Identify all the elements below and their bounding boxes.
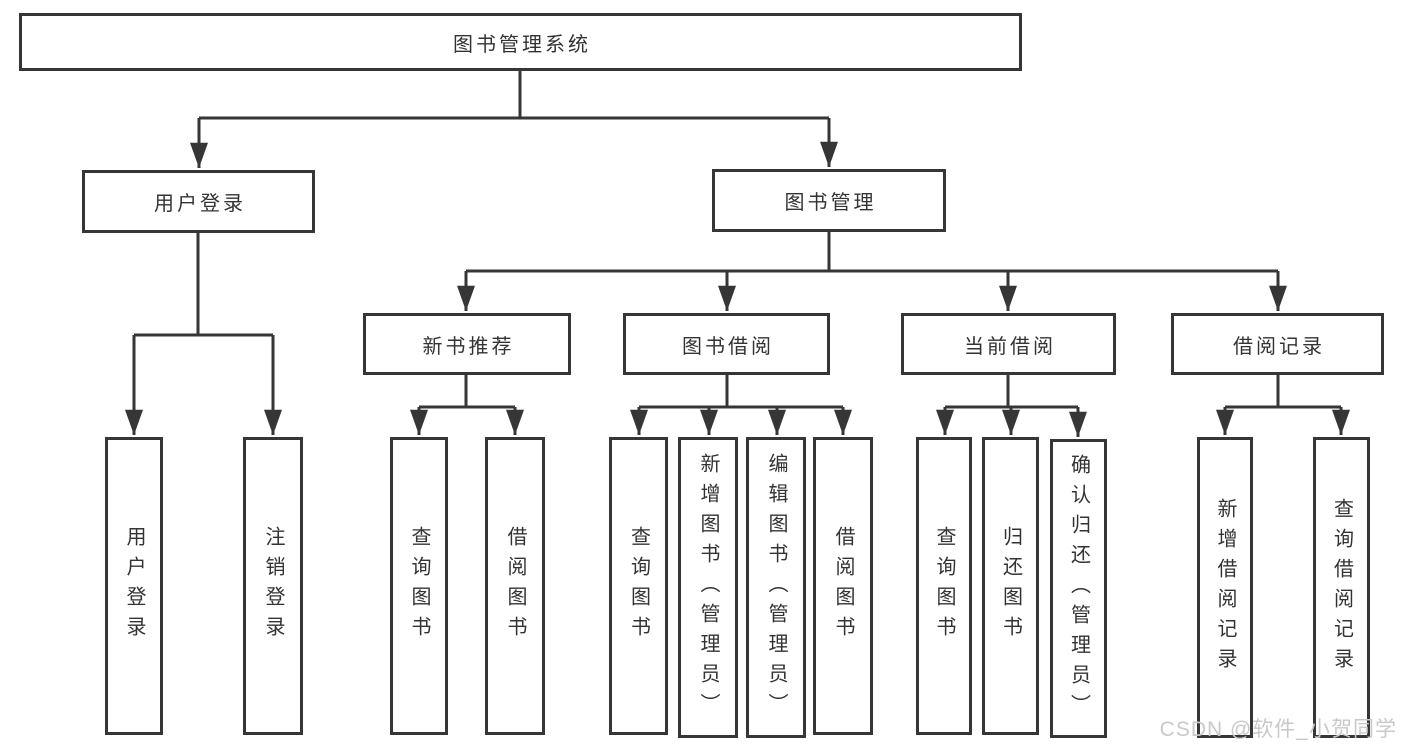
node-book-borrow: 图书借阅 bbox=[623, 313, 830, 375]
node-root: 图书管理系统 bbox=[19, 13, 1022, 71]
leaf-add-book-admin: 新增图书（管理员） bbox=[678, 437, 738, 738]
csdn-watermark: CSDN @软件_小贺同学 bbox=[1159, 718, 1397, 741]
leaf-query-book: 查询图书 bbox=[390, 437, 448, 735]
node-user-login-label: 用户登录 bbox=[154, 193, 246, 215]
leaf-label: 查询借阅记录 bbox=[1330, 497, 1353, 678]
leaf-edit-book-admin: 编辑图书（管理员） bbox=[746, 437, 806, 738]
leaf-label: 借阅图书 bbox=[832, 526, 854, 646]
leaf-label: 用户登录 bbox=[123, 526, 145, 646]
node-book-management: 图书管理 bbox=[712, 169, 946, 232]
leaf-label: 查询图书 bbox=[627, 526, 650, 646]
leaf-label: 确认归还（管理员） bbox=[1067, 453, 1090, 724]
node-root-label: 图书管理系统 bbox=[453, 33, 591, 56]
leaf-query-borrow-record: 查询借阅记录 bbox=[1313, 437, 1370, 738]
leaf-borrow-book: 借阅图书 bbox=[813, 437, 873, 735]
leaf-return-book: 归还图书 bbox=[982, 437, 1039, 735]
leaf-label: 新增借阅记录 bbox=[1214, 497, 1236, 678]
leaf-label: 注销登录 bbox=[262, 526, 284, 646]
leaf-label: 归还图书 bbox=[999, 526, 1022, 646]
node-current-borrow: 当前借阅 bbox=[901, 313, 1116, 375]
leaf-label: 查询图书 bbox=[408, 526, 430, 646]
leaf-query-book: 查询图书 bbox=[609, 437, 668, 735]
leaf-label: 编辑图书（管理员） bbox=[765, 452, 787, 723]
node-book-management-label: 图书管理 bbox=[784, 192, 877, 214]
leaf-query-book: 查询图书 bbox=[916, 437, 972, 735]
node-book-borrow-label: 图书借阅 bbox=[682, 335, 774, 358]
leaf-borrow-book: 借阅图书 bbox=[485, 437, 545, 735]
leaf-confirm-return-admin: 确认归还（管理员） bbox=[1050, 439, 1107, 738]
node-current-borrow-label: 当前借阅 bbox=[964, 335, 1056, 358]
leaf-add-borrow-record: 新增借阅记录 bbox=[1197, 437, 1253, 738]
leaf-label: 借阅图书 bbox=[504, 526, 526, 646]
leaf-label: 新增图书（管理员） bbox=[697, 452, 719, 723]
leaf-user-login: 用户登录 bbox=[105, 437, 163, 735]
node-new-book-recommend: 新书推荐 bbox=[363, 313, 571, 375]
node-borrow-records: 借阅记录 bbox=[1171, 313, 1384, 375]
leaf-label: 查询图书 bbox=[933, 526, 955, 646]
node-new-book-recommend-label: 新书推荐 bbox=[422, 335, 515, 358]
node-user-login: 用户登录 bbox=[82, 170, 315, 233]
node-borrow-records-label: 借阅记录 bbox=[1233, 335, 1325, 358]
leaf-logout: 注销登录 bbox=[243, 437, 303, 735]
